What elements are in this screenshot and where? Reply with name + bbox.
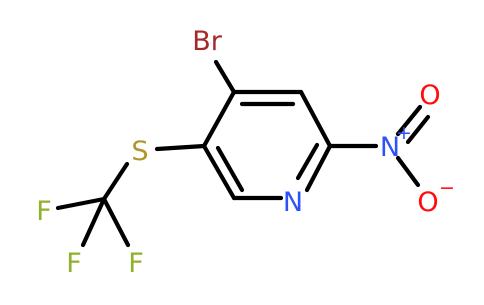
- bond-nitro-o-top: [395, 104, 423, 137]
- charge-plus: +: [396, 122, 412, 144]
- bond-c4-c3: [201, 89, 237, 149]
- bond-c-f-bottom-left: [80, 196, 107, 248]
- charge-minus: −: [439, 177, 455, 199]
- bond-nitro-o-top-inner: [405, 114, 431, 145]
- atom-label-oxygen-bottom: O: [417, 187, 438, 218]
- bond-nitro-o-bottom: [395, 155, 421, 188]
- atom-label-fluorine-bottom-right: F: [128, 248, 144, 279]
- bond-c6-c5: [298, 89, 333, 149]
- atom-label-bromine: Br: [192, 26, 223, 57]
- bond-c-f-bottom-right: [101, 196, 131, 248]
- bond-c4-br: [213, 59, 237, 95]
- bond-c3-c2-inner: [215, 145, 245, 193]
- atom-label-fluorine-left: F: [36, 196, 52, 227]
- atom-label-nitro-nitrogen: N: [380, 132, 400, 163]
- bond-c3-c2: [201, 143, 237, 201]
- bond-n-c6: [304, 143, 333, 193]
- atom-label-ring-nitrogen: N: [283, 187, 303, 218]
- bond-n-c6-inner: [295, 142, 320, 181]
- bond-c-f-left: [55, 196, 107, 211]
- bond-c3-s: [154, 143, 207, 152]
- atom-label-oxygen-top: O: [419, 80, 440, 111]
- atom-label-fluorine-bottom-left: F: [66, 248, 82, 279]
- bond-s-c: [101, 161, 130, 202]
- atom-label-sulfur: S: [131, 136, 148, 167]
